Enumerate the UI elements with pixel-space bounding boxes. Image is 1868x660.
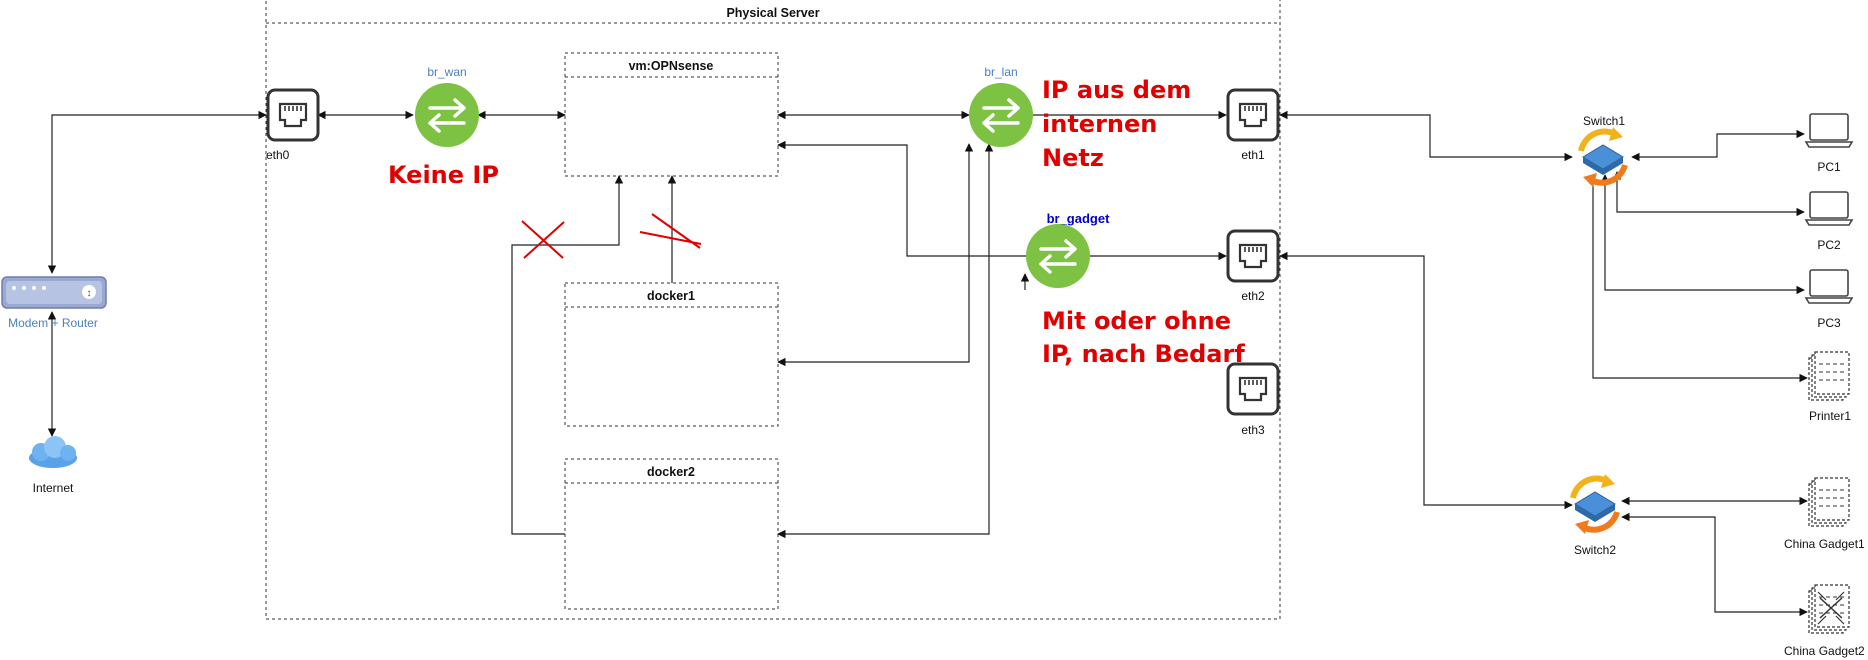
laptop-icon: [1805, 113, 1853, 148]
switch1[interactable]: Switch1: [1581, 114, 1625, 187]
bridge-icon: [967, 81, 1035, 149]
switch2[interactable]: Switch2: [1573, 474, 1617, 557]
port-eth0[interactable]: eth0: [266, 88, 320, 162]
internet-cloud[interactable]: Internet: [29, 436, 77, 495]
china-gadget2[interactable]: China Gadget2: [1784, 584, 1865, 658]
ethernet-port-icon: [1226, 229, 1280, 283]
br-lan-label: br_lan: [984, 65, 1017, 79]
port-eth1[interactable]: eth1: [1226, 88, 1280, 162]
connections: [47, 110, 1808, 617]
pc3-label: PC3: [1817, 316, 1841, 330]
ethernet-port-icon: [1226, 362, 1280, 416]
bridge-wan[interactable]: br_wan: [413, 65, 481, 149]
bridge-lan[interactable]: br_lan: [967, 65, 1035, 149]
pc2-label: PC2: [1817, 238, 1841, 252]
docker1-title: docker1: [647, 289, 695, 303]
pc1[interactable]: PC1: [1805, 113, 1853, 174]
note-lan-line1: IP aus dem: [1042, 76, 1191, 104]
bridge-gadget[interactable]: br_gadget: [1024, 211, 1111, 290]
docker2-box[interactable]: docker2: [564, 458, 779, 610]
gadget1-label: China Gadget1: [1784, 537, 1865, 551]
printer1-label: Printer1: [1809, 409, 1851, 423]
note-lan-line3: Netz: [1042, 144, 1104, 172]
gadget-icon: [1808, 584, 1850, 634]
ethernet-port-icon: [1226, 88, 1280, 142]
note-keine-ip: Keine IP: [388, 161, 499, 189]
eth1-label: eth1: [1241, 148, 1265, 162]
printer1[interactable]: Printer1: [1808, 351, 1851, 423]
br-gadget-label: br_gadget: [1047, 211, 1111, 226]
note-lan-line2: internen: [1042, 110, 1157, 138]
vm-opnsense-box[interactable]: vm:OPNsense: [564, 52, 779, 177]
bridge-icon: [413, 81, 481, 149]
pc1-label: PC1: [1817, 160, 1841, 174]
port-eth2[interactable]: eth2: [1226, 229, 1280, 303]
note-gadget-line1: Mit oder ohne: [1042, 307, 1231, 335]
docker1-box[interactable]: docker1: [564, 282, 779, 427]
pc3[interactable]: PC3: [1805, 269, 1853, 330]
cloud-icon: [29, 436, 77, 468]
laptop-icon: [1805, 269, 1853, 304]
modem-label: Modem + Router: [8, 316, 98, 330]
laptop-icon: [1805, 191, 1853, 226]
server-title: Physical Server: [726, 6, 819, 20]
switch-icon: [1573, 474, 1617, 534]
bridge-icon: [1024, 222, 1092, 290]
gadget2-label: China Gadget2: [1784, 644, 1865, 658]
ethernet-port-icon: [266, 88, 320, 142]
gadget-icon: [1808, 477, 1850, 527]
internet-label: Internet: [33, 481, 74, 495]
svg-text:↕: ↕: [87, 288, 92, 299]
switch2-label: Switch2: [1574, 543, 1616, 557]
physical-server-container: Physical Server: [265, 0, 1281, 620]
eth3-label: eth3: [1241, 423, 1265, 437]
modem-router[interactable]: ↕ Modem + Router: [1, 276, 107, 330]
port-eth3[interactable]: eth3: [1226, 362, 1280, 437]
china-gadget1[interactable]: China Gadget1: [1784, 477, 1865, 551]
eth2-label: eth2: [1241, 289, 1265, 303]
switch-icon: [1581, 127, 1625, 187]
vm-title: vm:OPNsense: [629, 59, 714, 73]
docker2-title: docker2: [647, 465, 695, 479]
pc2[interactable]: PC2: [1805, 191, 1853, 252]
printer-icon: [1808, 351, 1850, 401]
br-wan-label: br_wan: [427, 65, 466, 79]
switch1-label: Switch1: [1583, 114, 1625, 128]
note-gadget-line2: IP, nach Bedarf: [1042, 340, 1245, 368]
blocked-connection-marks: [521, 213, 702, 259]
eth0-label: eth0: [266, 148, 290, 162]
